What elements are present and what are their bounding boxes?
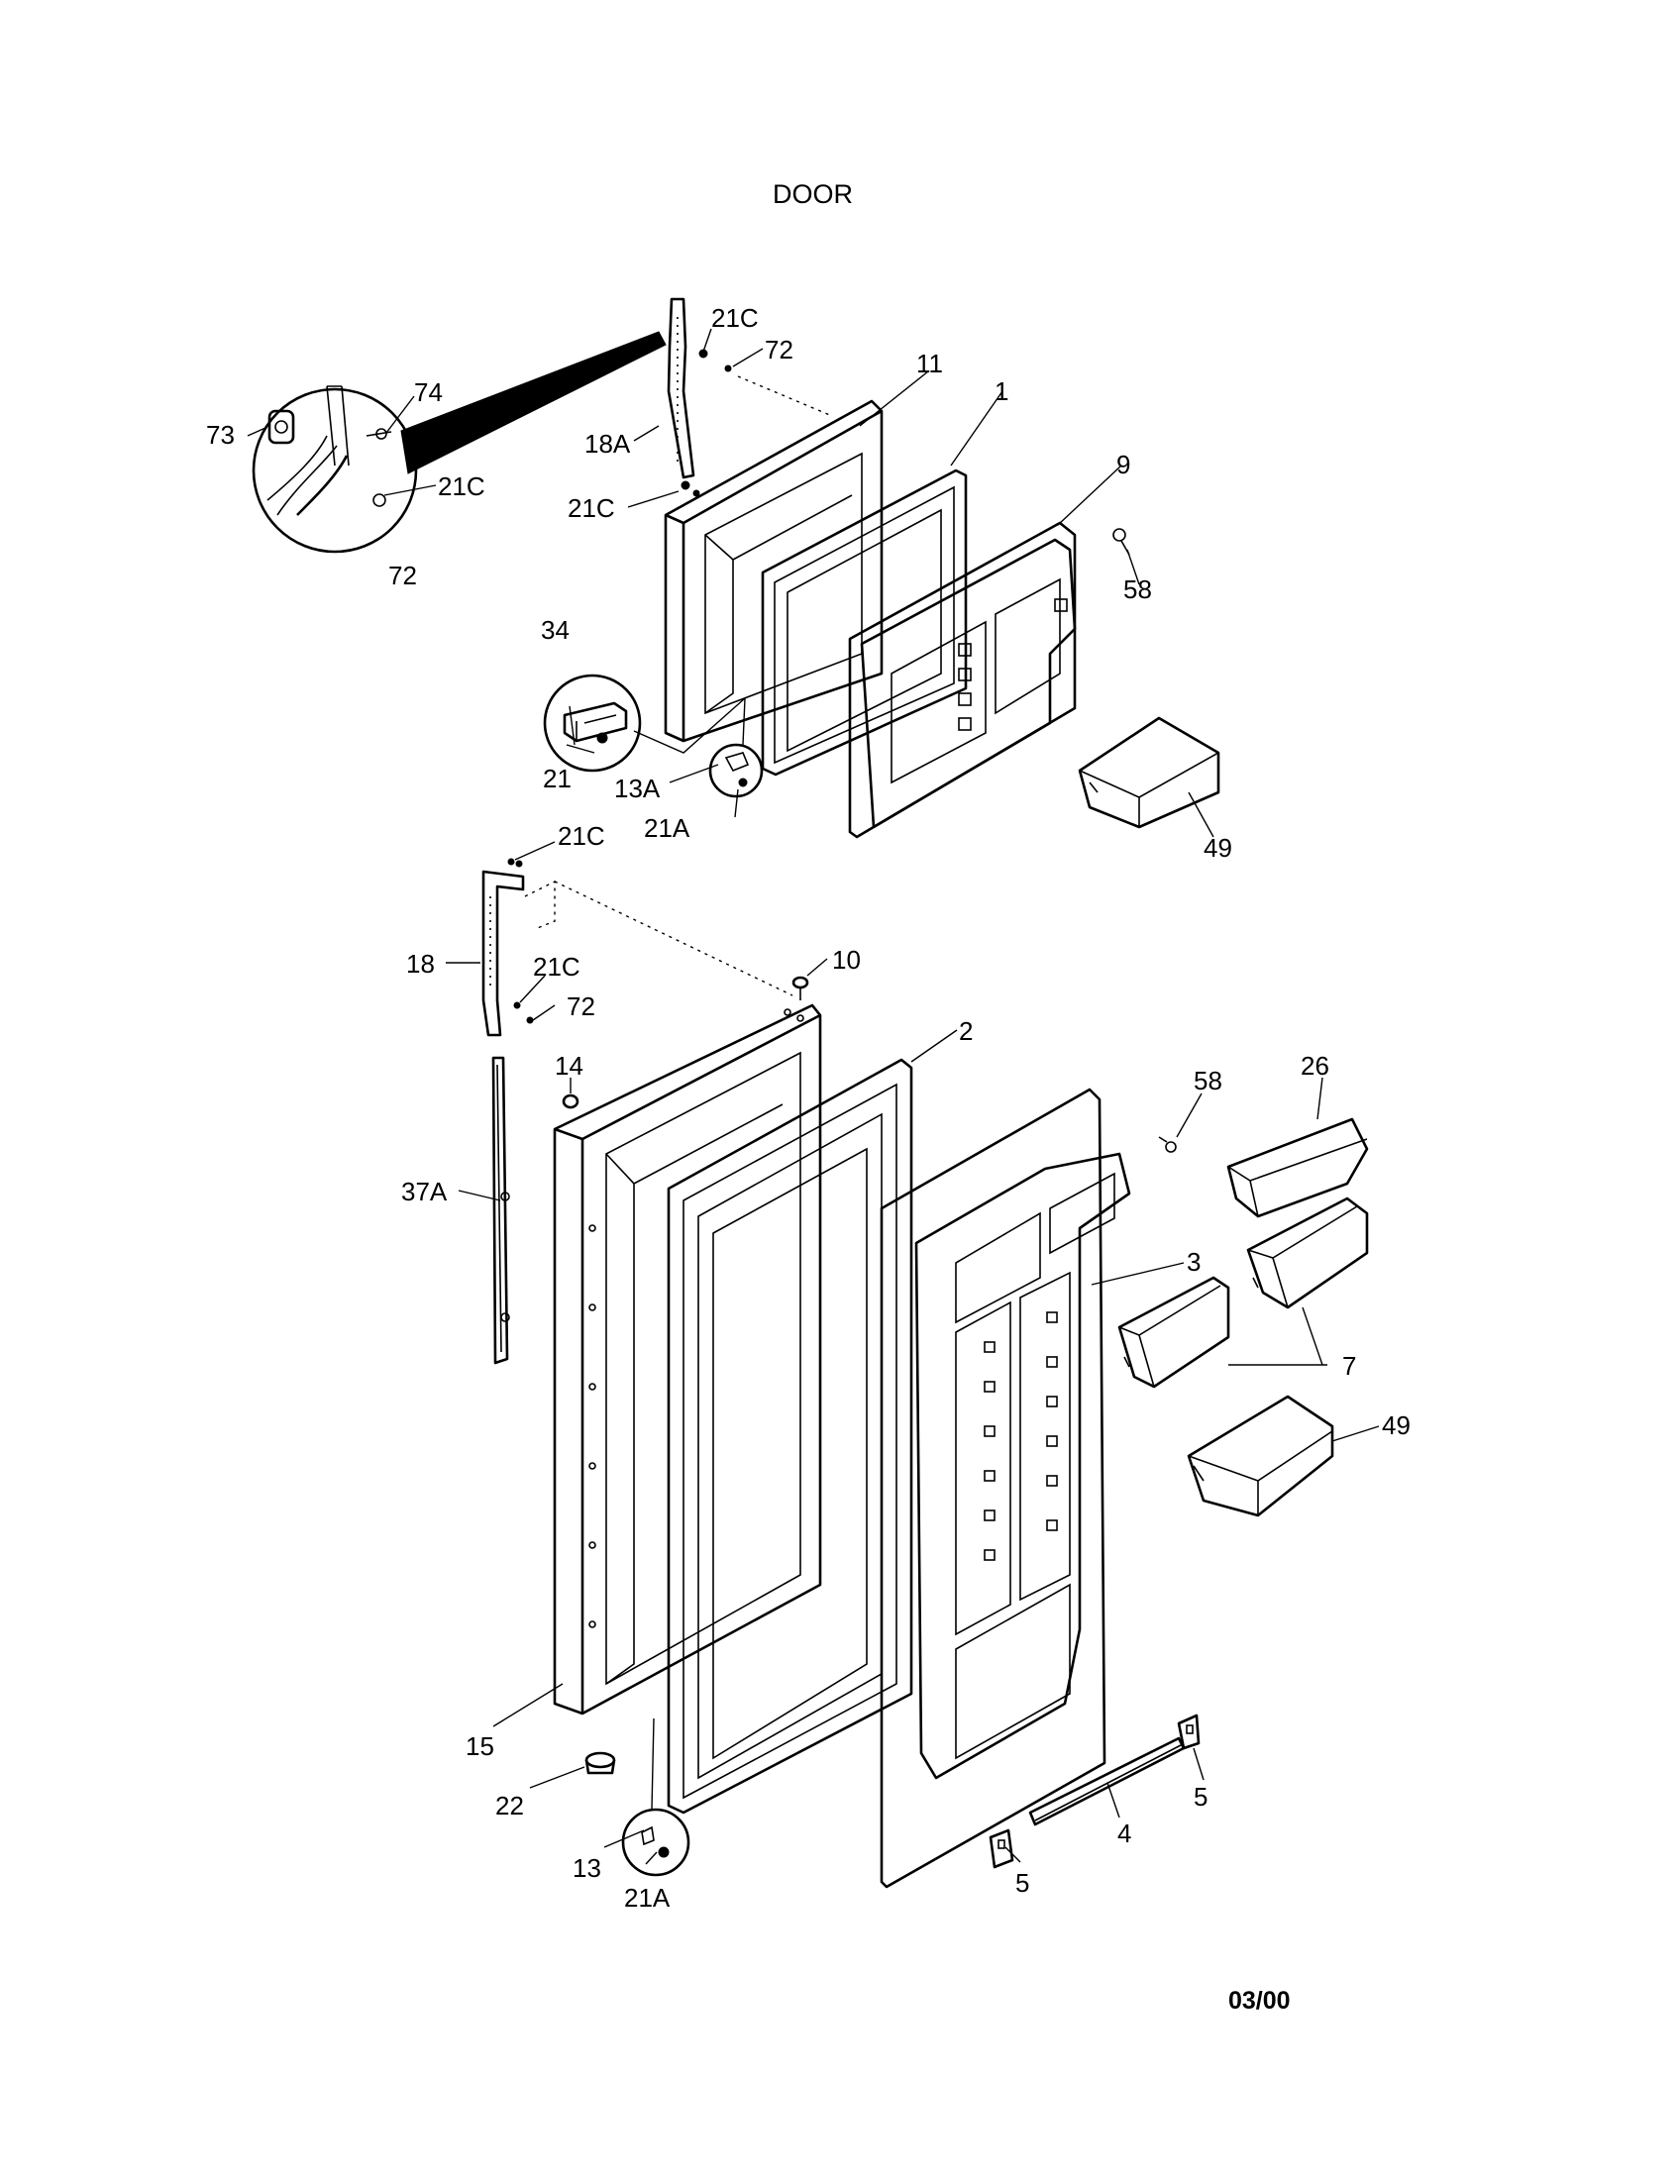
part-13a-detail-circle xyxy=(708,697,764,798)
kick-strip-4 xyxy=(1028,1736,1186,1826)
callout-37a: 37A xyxy=(401,1177,448,1206)
door-shelf-bin-top xyxy=(1078,716,1220,829)
callout-7: 7 xyxy=(1342,1351,1356,1381)
dairy-bin-26 xyxy=(1226,1117,1369,1218)
callout-3: 3 xyxy=(1187,1247,1201,1277)
callout-14: 14 xyxy=(555,1051,583,1081)
callout-1: 1 xyxy=(995,376,1008,406)
callout-58-top: 58 xyxy=(1123,574,1152,604)
callout-10: 10 xyxy=(832,945,861,975)
callout-26: 26 xyxy=(1301,1051,1329,1081)
cap-10 xyxy=(784,976,809,1022)
callout-18a: 18A xyxy=(584,429,631,459)
callout-13: 13 xyxy=(573,1853,601,1883)
callout-4: 4 xyxy=(1117,1819,1131,1848)
callout-15: 15 xyxy=(466,1731,494,1761)
callout-49-lower: 49 xyxy=(1382,1410,1411,1440)
callout-11: 11 xyxy=(916,349,943,378)
callout-21c-detail: 21C xyxy=(438,471,485,501)
freezer-door-gasket xyxy=(761,468,968,777)
hinge-5-bottom xyxy=(989,1828,1014,1869)
callout-72-lower: 72 xyxy=(567,991,595,1021)
callout-72-top: 72 xyxy=(765,335,793,364)
callout-22: 22 xyxy=(495,1791,524,1820)
callout-21c-top: 21C xyxy=(711,303,759,333)
callout-21c-lower: 21C xyxy=(558,821,605,851)
date-code: 03/00 xyxy=(1228,1987,1291,2015)
callout-5-bottom: 5 xyxy=(1015,1868,1029,1898)
callout-49-top: 49 xyxy=(1204,833,1232,863)
fresh-food-inner-liner xyxy=(880,1088,1131,1889)
callout-34: 34 xyxy=(541,615,570,645)
callout-73: 73 xyxy=(206,420,235,450)
callout-5-right: 5 xyxy=(1194,1782,1208,1812)
callout-21c-lower2: 21C xyxy=(533,952,580,982)
fresh-food-outer-door xyxy=(553,1003,822,1716)
callout-13a: 13A xyxy=(614,774,661,803)
diagram-title: DOOR xyxy=(773,179,853,209)
lower-hinge-18 xyxy=(481,858,793,1037)
callout-2: 2 xyxy=(959,1016,973,1046)
callout-74: 74 xyxy=(414,377,443,407)
door-bin-7-upper xyxy=(1246,1196,1369,1309)
hinge-detail-circle xyxy=(252,331,667,554)
leveling-foot-22 xyxy=(584,1751,616,1775)
screw-58-top xyxy=(1112,528,1130,556)
freezer-inner-liner xyxy=(848,521,1077,839)
fresh-food-door-gasket xyxy=(667,1058,913,1815)
screw-58-lower xyxy=(1158,1136,1177,1153)
door-stop-14 xyxy=(562,1093,579,1109)
callout-21c-mid: 21C xyxy=(568,493,615,523)
callout-21: 21 xyxy=(543,764,572,793)
callout-72-detail: 72 xyxy=(388,561,417,590)
part-34-detail-circle xyxy=(543,674,746,773)
callout-18: 18 xyxy=(406,949,435,979)
handle-37a xyxy=(491,1056,510,1365)
leader-lines xyxy=(247,328,1380,1865)
door-bin-7-lower xyxy=(1117,1276,1230,1389)
door-shelf-bin-lower xyxy=(1187,1395,1334,1517)
part-13-detail-circle xyxy=(621,1717,690,1877)
callout-58-lower: 58 xyxy=(1194,1066,1222,1095)
callout-21a-top: 21A xyxy=(644,813,690,843)
upper-hinge-18a xyxy=(667,297,833,497)
hinge-5-right xyxy=(1177,1714,1201,1750)
callout-labels: 21C 72 11 1 74 73 18A 21C 21C 9 72 58 34… xyxy=(206,303,1411,1913)
callout-21a-bottom: 21A xyxy=(624,1883,671,1913)
callout-9: 9 xyxy=(1116,450,1130,479)
